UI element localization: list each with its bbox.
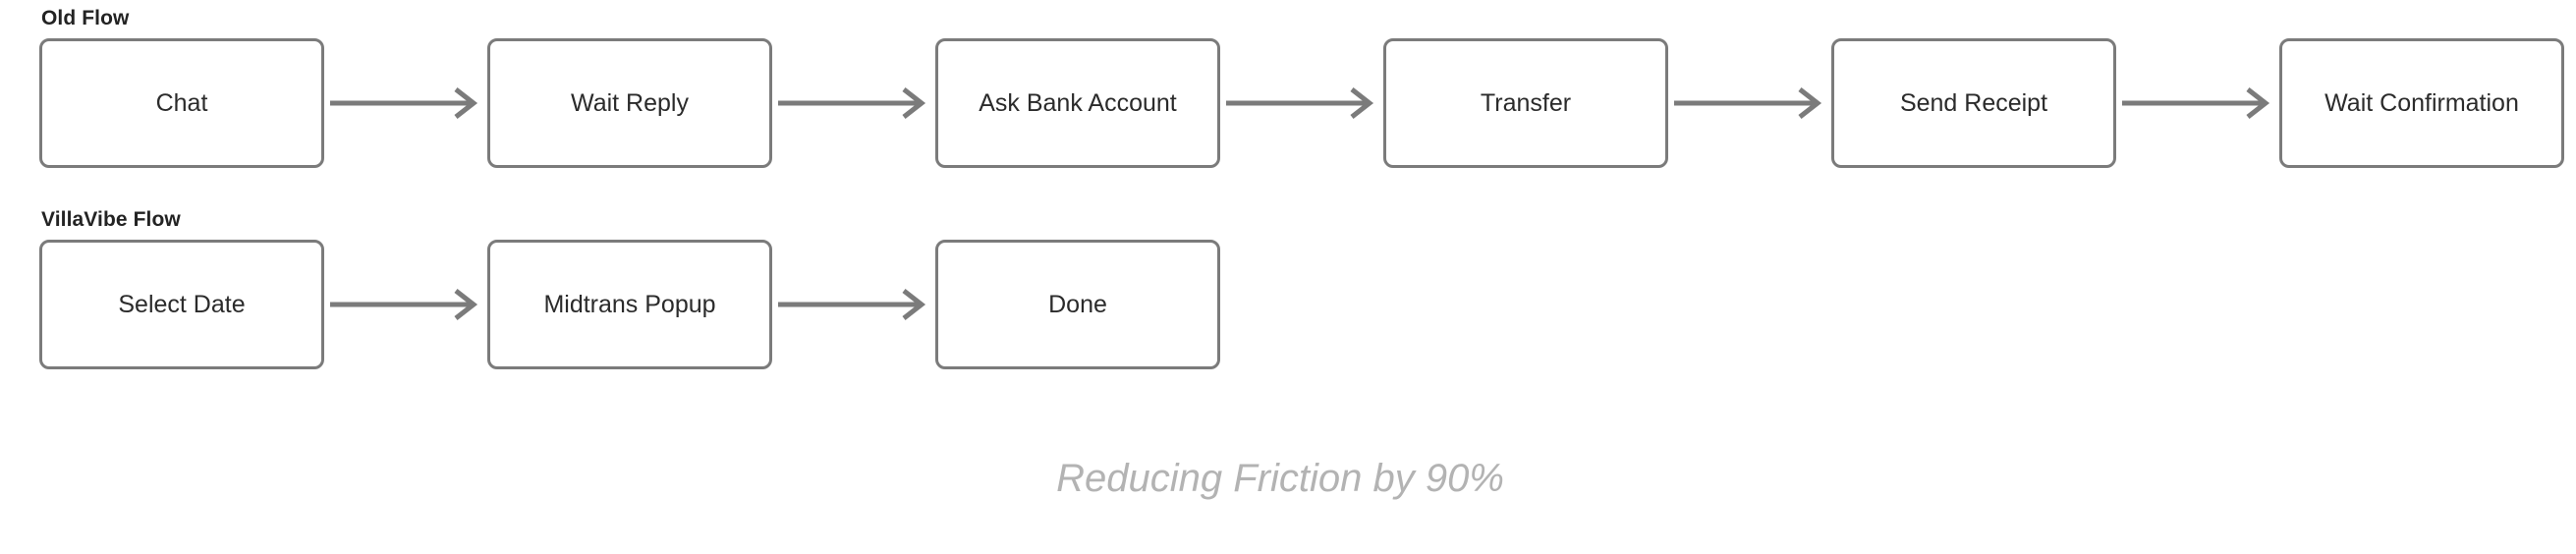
arrow-right-icon (772, 285, 935, 324)
flow-node-label: Transfer (1480, 89, 1572, 117)
flow-node-send-receipt[interactable]: Send Receipt (1831, 38, 2116, 168)
flow-chain-villavibe-flow: Select Date Midtrans Popup Done (39, 240, 1220, 369)
diagram-caption: Reducing Friction by 90% (0, 455, 2576, 502)
flow-node-wait-confirmation[interactable]: Wait Confirmation (2279, 38, 2564, 168)
arrow-right-icon (772, 83, 935, 123)
flow-node-ask-bank-account[interactable]: Ask Bank Account (935, 38, 1220, 168)
flow-node-wait-reply[interactable]: Wait Reply (487, 38, 772, 168)
flow-node-label: Chat (155, 89, 208, 117)
flow-node-label: Wait Reply (571, 89, 689, 117)
flow-row-old-flow: Old Flow Chat Wait Reply (39, 8, 2564, 168)
flow-node-label: Midtrans Popup (543, 291, 716, 318)
flow-node-label: Done (1048, 291, 1107, 318)
arrow-right-icon (1220, 83, 1383, 123)
arrow-right-icon (2116, 83, 2279, 123)
flow-chain-old-flow: Chat Wait Reply Ask Bank Account (39, 38, 2564, 168)
arrow-right-icon (324, 83, 487, 123)
flow-node-select-date[interactable]: Select Date (39, 240, 324, 369)
arrow-right-icon (324, 285, 487, 324)
flow-node-transfer[interactable]: Transfer (1383, 38, 1668, 168)
flow-row-label-old-flow: Old Flow (41, 7, 130, 29)
arrow-right-icon (1668, 83, 1831, 123)
flow-node-label: Ask Bank Account (979, 89, 1177, 117)
flow-row-villavibe-flow: VillaVibe Flow Select Date Midtrans Popu… (39, 209, 1220, 369)
flow-node-label: Wait Confirmation (2324, 89, 2519, 117)
flow-row-label-villavibe-flow: VillaVibe Flow (41, 208, 181, 231)
diagram-caption-text: Reducing Friction by 90% (1056, 457, 1504, 500)
flow-node-label: Send Receipt (1899, 89, 2048, 117)
flow-node-midtrans-popup[interactable]: Midtrans Popup (487, 240, 772, 369)
flow-node-label: Select Date (118, 291, 246, 318)
flow-node-done[interactable]: Done (935, 240, 1220, 369)
flow-node-chat[interactable]: Chat (39, 38, 324, 168)
